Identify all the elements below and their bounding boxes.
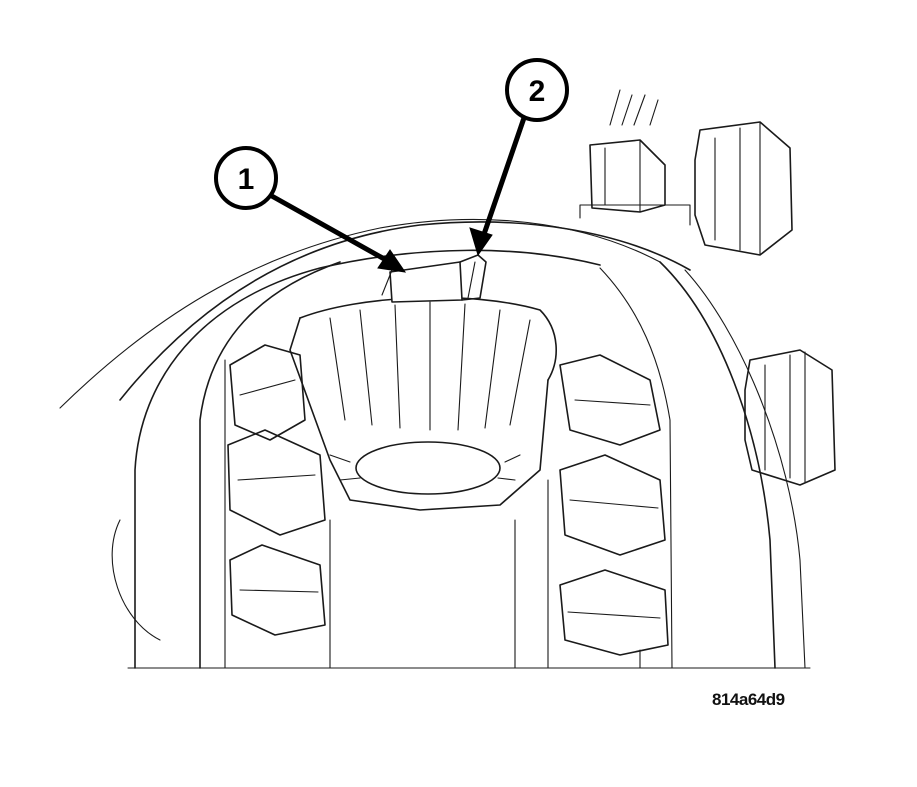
bolt-lower-right — [744, 349, 836, 486]
retaining-clip — [459, 254, 487, 301]
callout-1-label: 1 — [238, 163, 255, 196]
pinion-teeth-left — [224, 344, 331, 669]
figure-code: 814a64d9 — [712, 690, 785, 709]
callout-2: 2 — [469, 58, 569, 257]
bolt-upper-left — [589, 89, 666, 213]
callout-2-label: 2 — [529, 75, 546, 108]
pinion-teeth-right — [514, 354, 669, 669]
callout-1: 1 — [214, 146, 407, 273]
housing-outline — [59, 204, 806, 669]
bolt-upper-right — [694, 121, 793, 256]
side-gear — [289, 296, 557, 511]
